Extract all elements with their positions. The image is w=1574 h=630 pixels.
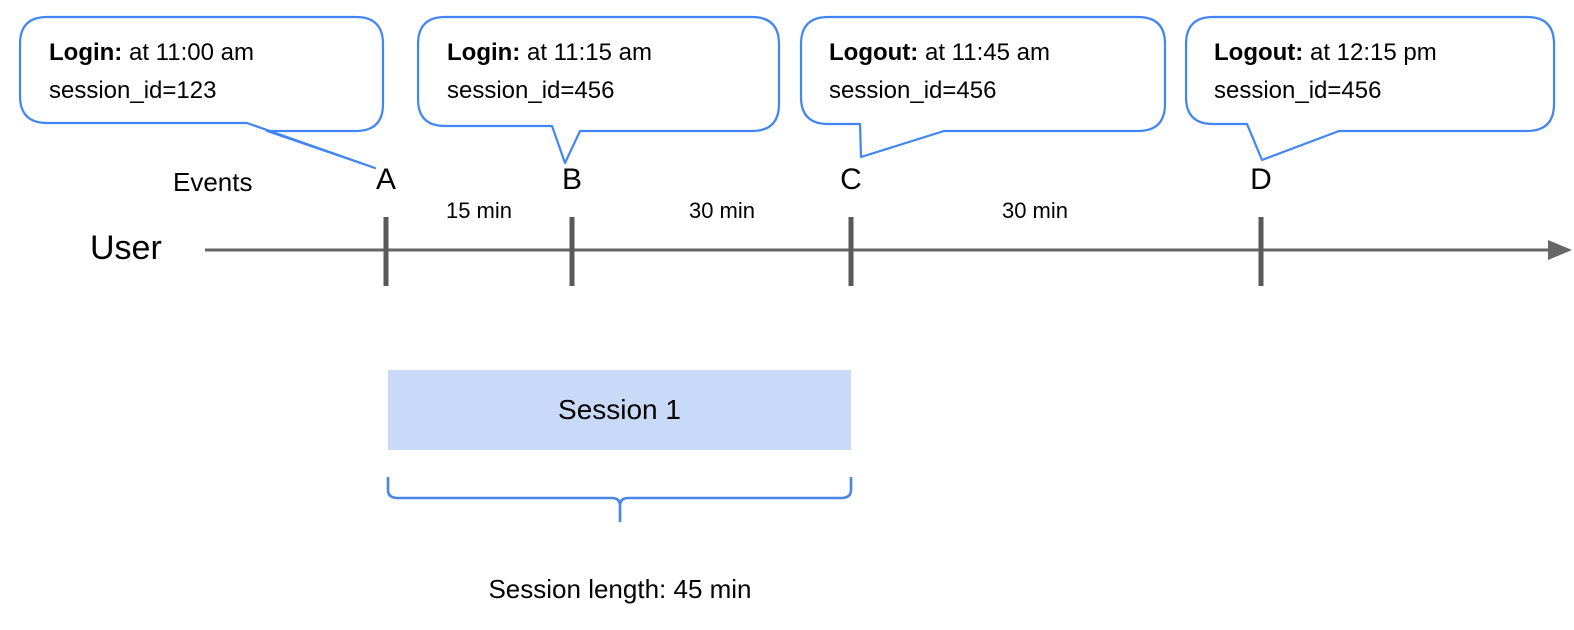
callout-a-bubble [18, 15, 385, 170]
callout-a-shape [18, 15, 385, 170]
callout-c-line-2: session_id=456 [829, 77, 997, 104]
timeline-arrowhead [1548, 240, 1572, 260]
callout-d-shape [1184, 15, 1556, 162]
callout-a-label: Login: [49, 39, 123, 66]
events-row-label: Events [173, 167, 253, 197]
callout-d-time: at 12:15 pm [1303, 39, 1437, 66]
callout-c-line-1: Logout: at 11:45 am [829, 36, 1050, 70]
callout-d-bubble [1184, 15, 1556, 162]
session-brace [386, 476, 853, 523]
callout-b-line-2: session_id=456 [447, 77, 615, 104]
callout-c-label: Logout: [829, 39, 919, 66]
tick-label-b: B [561, 163, 582, 196]
session-bar: Session 1 [388, 370, 851, 450]
tick-label-a: A [375, 163, 396, 196]
user-row-label: User [90, 229, 162, 267]
session-bar-label: Session 1 [558, 394, 681, 425]
callout-c-time: at 11:45 am [918, 39, 1050, 66]
tick-label-d: D [1250, 163, 1272, 196]
callout-a-line-1: Login: at 11:00 am [49, 36, 254, 70]
callout-b-shape [416, 15, 781, 165]
callout-d-line-2: session_id=456 [1214, 77, 1382, 104]
tick-label-c: C [840, 163, 862, 196]
timeline-axis [205, 240, 1572, 260]
session-length-caption: Session length: 45 min [488, 574, 752, 604]
interval-label-c-d: 30 min [1001, 198, 1069, 223]
callout-a-time: at 11:00 am [122, 39, 254, 66]
callout-c-bubble [799, 15, 1167, 159]
interval-label-b-c: 30 min [688, 198, 756, 223]
interval-label-a-b: 15 min [445, 198, 513, 223]
callout-d-line-1: Logout: at 12:15 pm [1214, 36, 1437, 70]
callout-c-shape [799, 15, 1167, 159]
callout-b-line-1: Login: at 11:15 am [447, 36, 652, 70]
callout-b-time: at 11:15 am [520, 39, 652, 66]
callout-b-label: Login: [447, 39, 521, 66]
callout-a-line-2: session_id=123 [49, 77, 217, 104]
callout-b-bubble [416, 15, 781, 165]
callout-d-label: Logout: [1214, 39, 1304, 66]
